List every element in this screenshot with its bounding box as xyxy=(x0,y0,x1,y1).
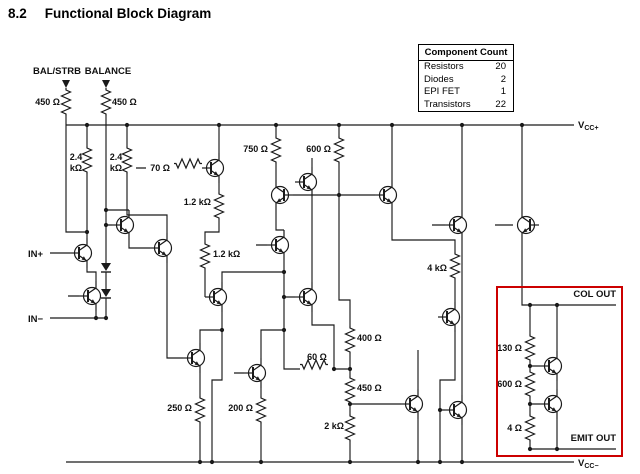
resistor-450a xyxy=(60,87,72,117)
pin-label-vcc-plus: VCC+ xyxy=(578,120,599,132)
label-r2k: 2 kΩ xyxy=(324,421,344,431)
pin-label-col-out: COL OUT xyxy=(573,289,616,300)
table-row: Resistors 20 xyxy=(419,61,513,74)
transistor xyxy=(266,229,290,261)
transistor xyxy=(149,232,173,264)
label-r2k4b-line1: 2.4 xyxy=(110,152,123,162)
resistor-600a xyxy=(333,135,345,165)
resistor-130 xyxy=(524,333,536,363)
transistor xyxy=(78,280,102,312)
transistor xyxy=(539,350,563,382)
labels: BAL/STRB BALANCE 450 Ω 450 Ω 2.4 kΩ 2.4 … xyxy=(28,66,616,470)
transistor xyxy=(270,179,294,211)
label-r400: 400 Ω xyxy=(357,333,382,343)
label-r250: 250 Ω xyxy=(167,403,192,413)
row-value: 20 xyxy=(495,61,506,72)
transistor xyxy=(374,179,398,211)
row-label: Diodes xyxy=(424,73,454,85)
pin-label-bal-strb: BAL/STRB xyxy=(33,66,81,77)
pin-label-vcc-minus: VCC− xyxy=(578,458,599,470)
resistor-450c xyxy=(344,375,356,405)
transistors xyxy=(69,152,563,426)
component-count-table: Component Count Resistors 20 Diodes 2 EP… xyxy=(418,44,514,112)
label-r450b: 450 Ω xyxy=(112,97,137,107)
balance-terminal-icon xyxy=(102,80,110,88)
label-r2k4a-line1: 2.4 xyxy=(70,152,83,162)
label-r1k2a: 1.2 kΩ xyxy=(184,197,211,207)
row-label: Transistors xyxy=(424,98,471,110)
resistor-750 xyxy=(270,135,282,165)
label-r70: 70 Ω xyxy=(150,163,170,173)
pin-label-emit-out: EMIT OUT xyxy=(571,433,617,444)
row-value: 1 xyxy=(500,86,506,97)
resistor-70 xyxy=(173,158,203,169)
transistor xyxy=(294,281,318,313)
label-r4k: 4 kΩ xyxy=(427,263,447,273)
label-r2k4b-line2: kΩ xyxy=(110,163,122,173)
wires xyxy=(50,116,616,462)
transistor xyxy=(539,388,563,420)
resistor-400 xyxy=(344,325,356,355)
resistor-4k xyxy=(449,251,461,281)
label-r200: 200 Ω xyxy=(228,403,253,413)
resistor-1k2-a xyxy=(213,191,225,221)
label-r750: 750 Ω xyxy=(243,144,268,154)
table-row: Transistors 22 xyxy=(419,99,513,112)
label-r60: 60 Ω xyxy=(307,352,327,362)
resistor-1k2-b xyxy=(199,241,211,271)
label-r600a: 600 Ω xyxy=(306,144,331,154)
table-row: EPI FET 1 xyxy=(419,86,513,99)
resistor-450b xyxy=(100,87,112,117)
section-title: Functional Block Diagram xyxy=(44,6,212,21)
pin-label-in-plus: IN+ xyxy=(28,249,44,260)
label-r130: 130 Ω xyxy=(497,343,522,353)
output-stage-highlight-box xyxy=(496,286,623,457)
transistor xyxy=(243,357,267,389)
label-r600b: 600 Ω xyxy=(497,379,522,389)
diode-icon xyxy=(100,262,112,273)
row-label: EPI FET xyxy=(424,86,460,97)
transistor xyxy=(201,152,225,184)
resistor-2k4-a xyxy=(81,145,93,175)
resistor-250 xyxy=(194,395,206,425)
diode-icon xyxy=(100,288,112,299)
label-r4: 4 Ω xyxy=(507,423,522,433)
pin-label-balance: BALANCE xyxy=(85,66,131,77)
transistor xyxy=(182,342,206,374)
pin-label-in-minus: IN− xyxy=(28,314,44,325)
row-label: Resistors xyxy=(424,61,464,72)
resistors xyxy=(60,87,536,443)
resistor-2k4-b xyxy=(121,145,133,175)
row-value: 22 xyxy=(495,98,506,110)
transistor xyxy=(204,281,228,313)
transistor xyxy=(444,394,468,426)
transistor xyxy=(437,301,461,333)
resistor-2k xyxy=(344,413,356,443)
junction-dots xyxy=(84,122,560,465)
label-r450c: 450 Ω xyxy=(357,383,382,393)
transistor xyxy=(400,388,424,420)
transistor xyxy=(516,209,540,241)
label-r450a: 450 Ω xyxy=(35,97,60,107)
resistor-200 xyxy=(255,395,267,425)
transistor xyxy=(444,209,468,241)
resistor-4 xyxy=(524,413,536,443)
pin-terminals xyxy=(62,80,110,88)
page-title: 8.2 Functional Block Diagram xyxy=(8,6,211,21)
transistor xyxy=(294,166,318,198)
transistor xyxy=(69,237,93,269)
component-count-title: Component Count xyxy=(419,45,513,61)
label-r1k2b: 1.2 kΩ xyxy=(213,249,240,259)
section-number: 8.2 xyxy=(8,6,27,21)
resistor-600b xyxy=(524,369,536,399)
row-value: 2 xyxy=(500,73,506,85)
bal-strb-terminal-icon xyxy=(62,80,70,88)
label-r2k4a-line2: kΩ xyxy=(70,163,82,173)
table-row: Diodes 2 xyxy=(419,74,513,87)
